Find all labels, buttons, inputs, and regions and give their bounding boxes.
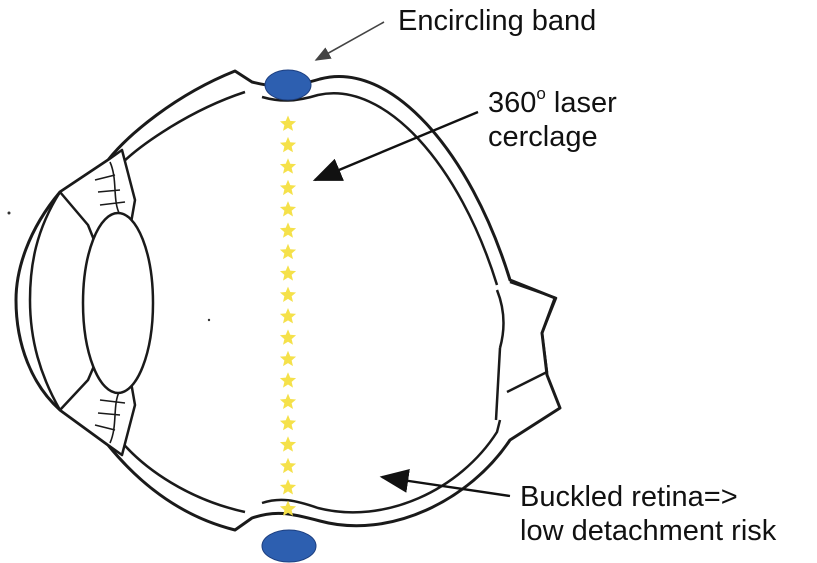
arrow-laser-cerclage — [312, 110, 479, 182]
label-laser-line2: cerclage — [488, 121, 598, 153]
label-encircling-band: Encircling band — [398, 5, 597, 37]
encircling-band-top — [264, 69, 312, 101]
laser-star — [279, 436, 297, 452]
laser-star — [279, 222, 297, 238]
laser-star — [279, 308, 297, 324]
speck — [7, 211, 11, 215]
laser-star — [279, 265, 297, 281]
laser-star — [279, 243, 297, 260]
cornea — [28, 191, 62, 411]
encircling-band-bottom — [261, 529, 317, 563]
laser-star — [279, 158, 297, 174]
laser-star — [279, 286, 297, 302]
laser-star — [279, 457, 297, 474]
laser-star — [279, 115, 297, 131]
label-retina-line2: low detachment risk — [520, 515, 777, 547]
label-laser-line1: 360o laser — [488, 84, 617, 120]
label-buckled-retina: Buckled retina=> low detachment risk — [520, 480, 776, 548]
laser-star — [279, 479, 297, 495]
laser-number: 360 — [488, 87, 537, 119]
lens — [81, 211, 155, 395]
optic-nerve — [494, 280, 558, 421]
speck — [207, 318, 211, 322]
laser-star — [279, 201, 297, 217]
label-laser-cerclage: 360o laser cerclage — [488, 84, 617, 154]
eye-outer-wall — [14, 69, 562, 532]
eye-inner-wall — [119, 90, 502, 514]
laser-star — [279, 136, 297, 153]
laser-word: laser — [545, 87, 617, 119]
arrow-encircling-band — [314, 21, 385, 61]
laser-star — [279, 393, 297, 409]
laser-star — [279, 329, 297, 345]
laser-star — [279, 414, 297, 431]
label-retina-line1: Buckled retina=> — [520, 481, 738, 513]
laser-star — [279, 179, 297, 196]
laser-star — [279, 500, 297, 516]
arrow-buckled-retina — [379, 469, 511, 498]
degree-symbol: o — [536, 84, 546, 104]
laser-cerclage-stars — [279, 115, 297, 516]
laser-star — [279, 350, 297, 367]
laser-star — [279, 372, 297, 388]
